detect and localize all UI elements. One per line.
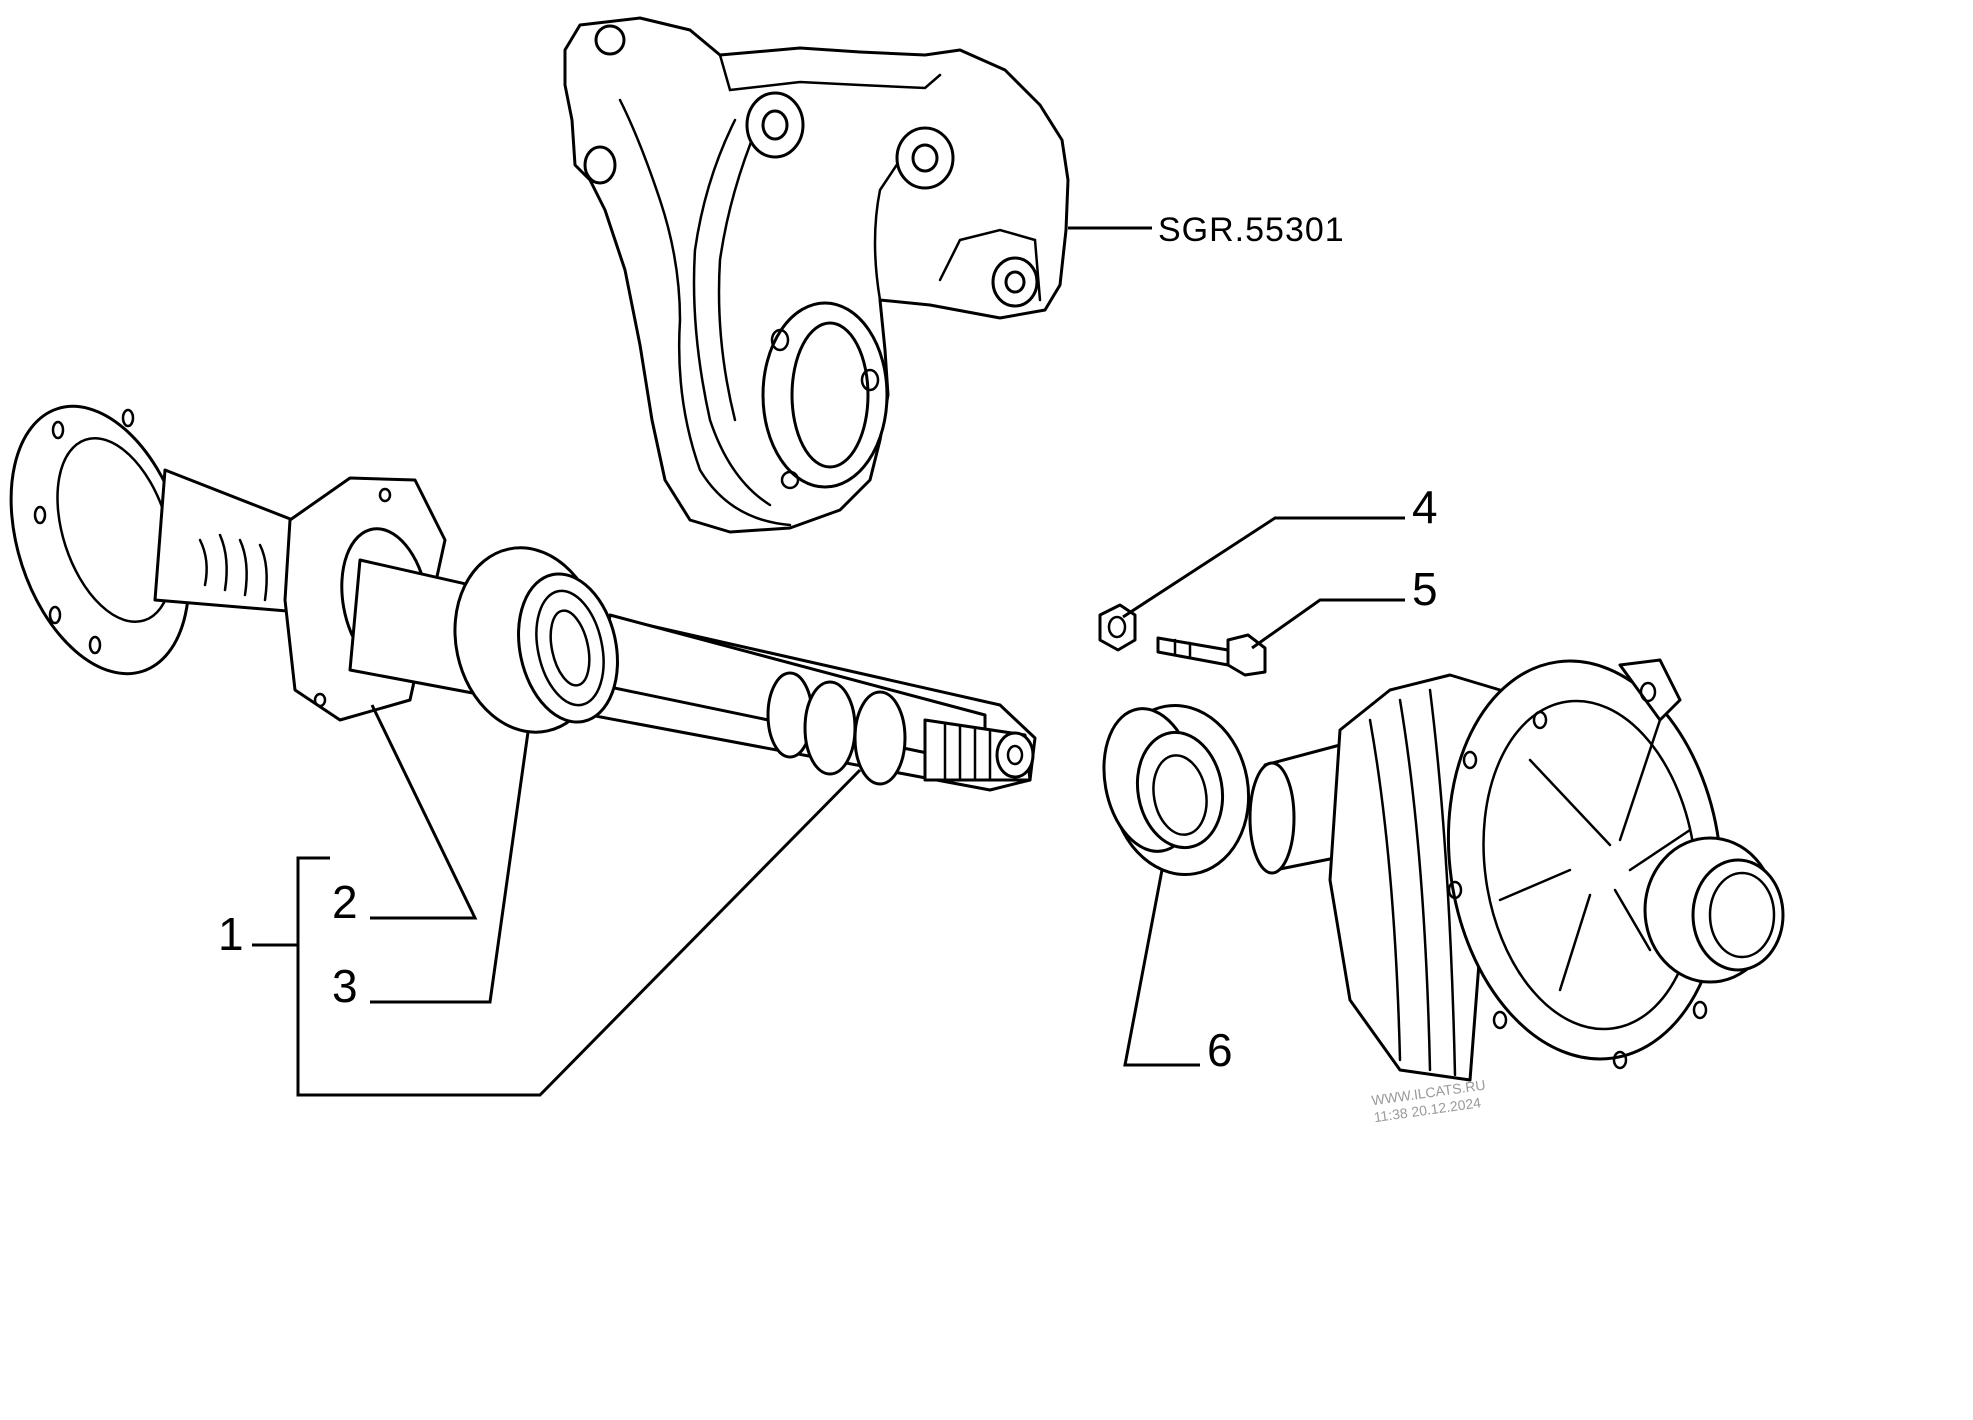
bolt-drawing xyxy=(1156,633,1267,677)
callout-4: 4 xyxy=(1412,481,1438,533)
reference-label: SGR.55301 xyxy=(1158,211,1345,249)
callout-6: 6 xyxy=(1207,1024,1233,1076)
callout-1: 1 xyxy=(218,908,244,960)
drive-shaft-drawing xyxy=(9,404,1037,792)
differential-drawing xyxy=(1248,658,1785,1082)
oil-seal-drawing xyxy=(1102,703,1251,877)
leader-lines xyxy=(252,226,1405,1097)
gearbox-housing-drawing xyxy=(563,16,1070,534)
callout-3: 3 xyxy=(332,960,358,1012)
callout-2: 2 xyxy=(332,876,358,928)
callout-5: 5 xyxy=(1412,563,1438,615)
